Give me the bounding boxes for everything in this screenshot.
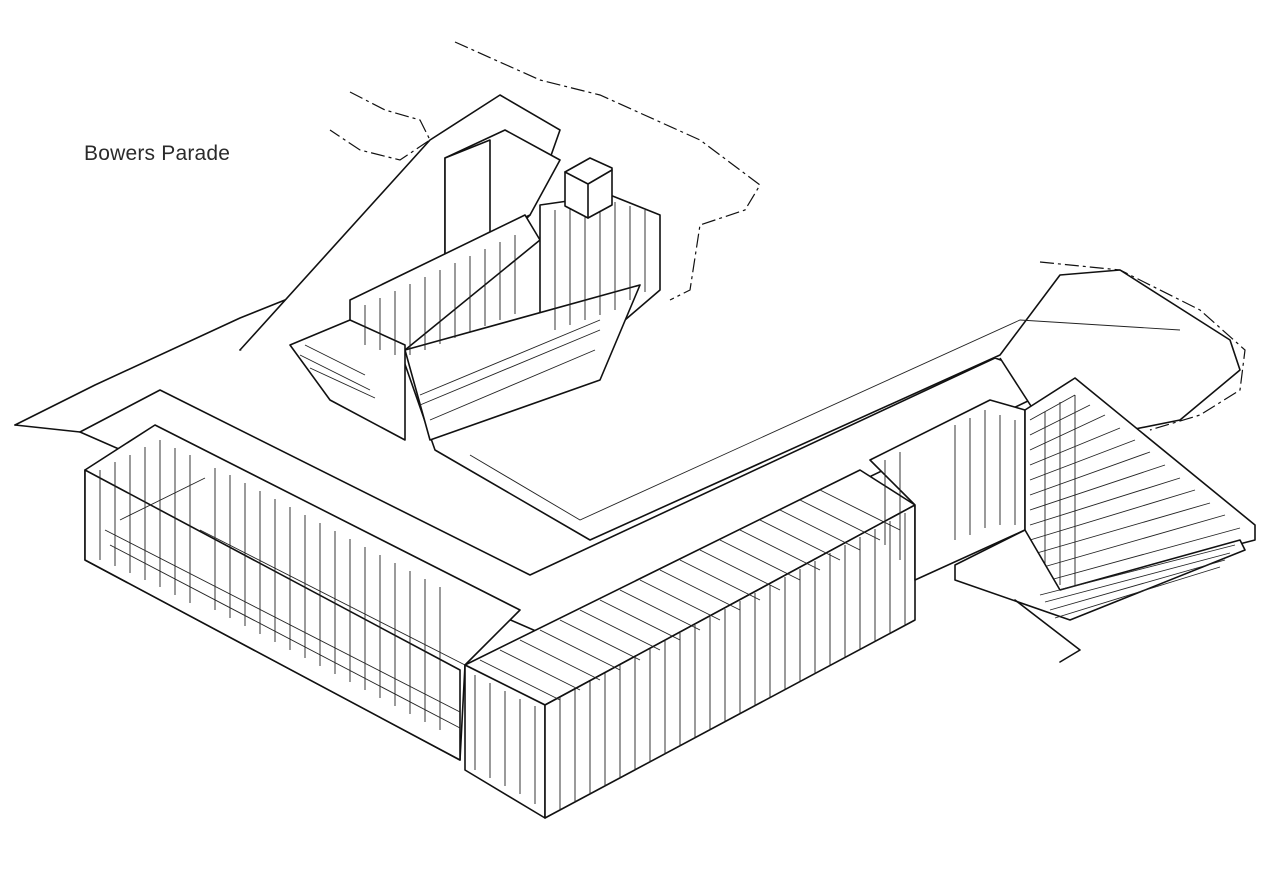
caption-title: Bowers Parade xyxy=(84,142,231,165)
front-revetment xyxy=(464,469,916,819)
upper-trench xyxy=(289,129,661,441)
entrance-structure xyxy=(869,377,1256,663)
